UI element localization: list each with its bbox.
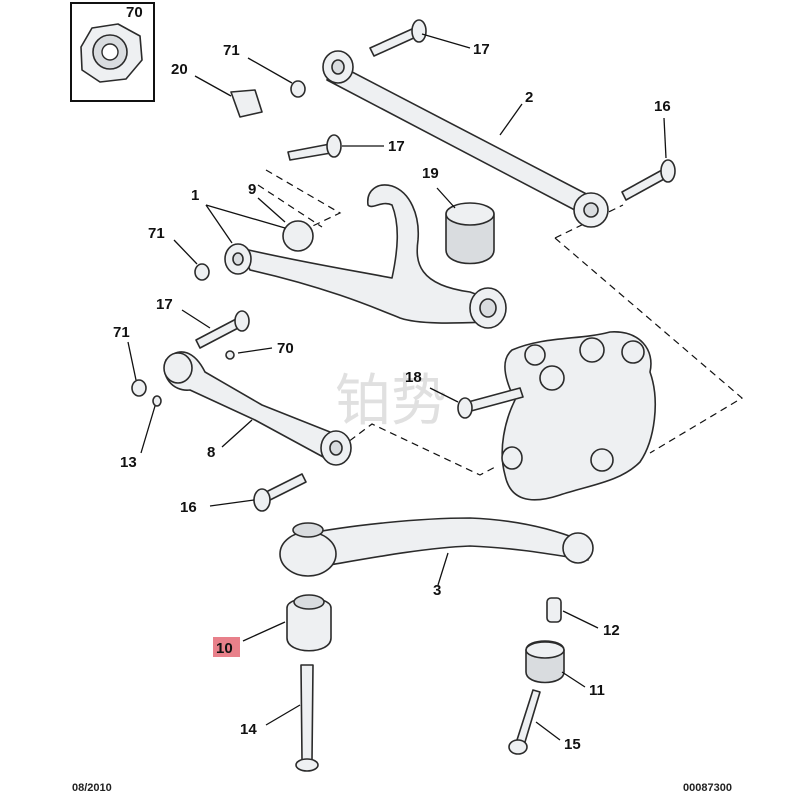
callout-3: 3 xyxy=(433,582,441,599)
callout-10: 10 xyxy=(216,640,233,657)
callout-16-right: 16 xyxy=(654,98,671,115)
upper-control-arm xyxy=(224,184,507,329)
bolt-knuckle xyxy=(457,387,524,419)
callout-71-left: 71 xyxy=(148,225,165,242)
wheel-knuckle xyxy=(501,331,656,501)
diagram-reference-number: 00087300 xyxy=(683,782,732,794)
lower-control-arm xyxy=(279,517,594,577)
callout-13: 13 xyxy=(120,454,137,471)
callout-16-lower: 16 xyxy=(180,499,197,516)
callout-17-mid: 17 xyxy=(388,138,405,155)
callout-1: 1 xyxy=(191,187,199,204)
toe-link xyxy=(163,351,352,466)
lower-bushing xyxy=(286,594,332,652)
callout-18: 18 xyxy=(405,369,422,386)
callout-20: 20 xyxy=(171,61,188,78)
callout-14: 14 xyxy=(240,721,257,738)
leader-lines xyxy=(127,33,667,741)
callout-71-top: 71 xyxy=(223,42,240,59)
long-bolt xyxy=(295,664,319,772)
callout-labels: 70 71 20 17 2 16 17 19 1 9 71 17 70 71 1… xyxy=(113,4,671,753)
inset-nut-box xyxy=(70,2,155,102)
sleeve-part xyxy=(546,597,562,623)
bolt-top xyxy=(369,19,427,57)
callout-12: 12 xyxy=(603,622,620,639)
bushing-part xyxy=(445,202,495,265)
bracket-part xyxy=(230,89,263,118)
callout-2: 2 xyxy=(525,89,533,106)
bolt-lower-left xyxy=(253,473,307,512)
callout-17-top: 17 xyxy=(473,41,490,58)
callout-8: 8 xyxy=(207,444,215,461)
washer-left xyxy=(194,263,210,281)
callout-11: 11 xyxy=(589,682,605,699)
washer-lower-left xyxy=(131,350,235,407)
callout-15: 15 xyxy=(564,736,581,753)
callout-10-highlight xyxy=(213,637,240,657)
bolt-left-upper xyxy=(195,310,250,349)
bushing-small xyxy=(525,640,565,684)
bolt-bottom-right xyxy=(508,689,541,755)
washer-top xyxy=(290,80,306,98)
callout-19: 19 xyxy=(422,165,439,182)
watermark: 铂势 xyxy=(335,369,447,434)
bolt-right xyxy=(621,159,676,201)
diagram-date: 08/2010 xyxy=(72,782,112,794)
callout-71-lower: 71 xyxy=(113,324,130,341)
bolt-mid xyxy=(287,134,342,161)
callout-17-lower: 17 xyxy=(156,296,173,313)
upper-link-arm xyxy=(322,50,609,228)
callout-9: 9 xyxy=(248,181,256,198)
callout-70-mid: 70 xyxy=(277,340,294,357)
callout-70-inset: 70 xyxy=(126,4,143,21)
